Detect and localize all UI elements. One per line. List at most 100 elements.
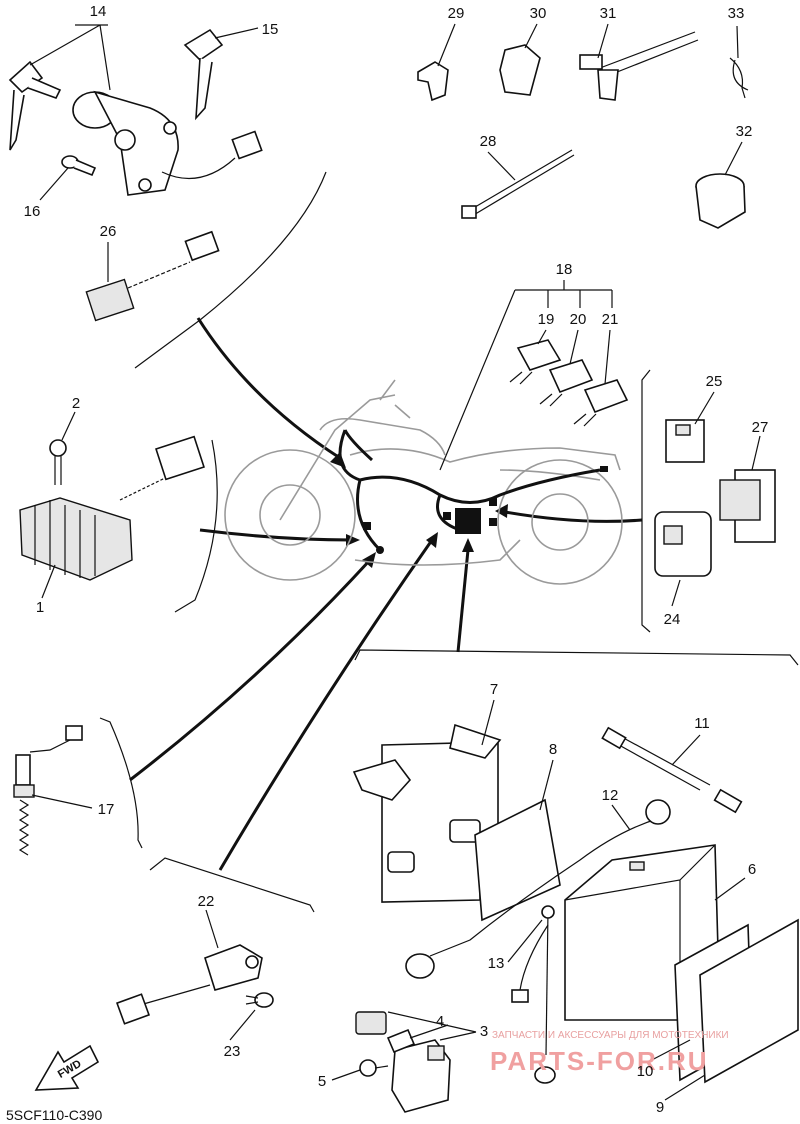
fuse-part-21 — [573, 379, 629, 427]
cable-part-13 — [511, 905, 556, 1084]
leader-29 — [437, 23, 456, 67]
cover-part-8 — [474, 798, 561, 922]
callout-9: 9 — [656, 1099, 664, 1116]
motorcycle-outline — [224, 379, 623, 585]
callout-29: 29 — [448, 5, 465, 22]
callout-20: 20 — [570, 311, 587, 328]
watermark-logo: PARTS-FOR.RU — [490, 1046, 709, 1076]
leader-33 — [736, 25, 739, 59]
callout-18: 18 — [556, 261, 573, 278]
leader-30 — [524, 23, 538, 49]
leader-4 — [409, 1024, 449, 1039]
connector-block-d — [363, 522, 371, 530]
group-boundary-top-left — [134, 171, 327, 369]
band-part-33 — [729, 57, 749, 99]
callout-8: 8 — [549, 741, 557, 758]
callout-17: 17 — [98, 801, 115, 818]
leader-10 — [647, 1039, 691, 1063]
leader-2 — [61, 411, 76, 441]
leader-14 — [29, 24, 111, 91]
callout-11: 11 — [694, 715, 710, 732]
callout-12: 12 — [602, 787, 619, 804]
callout-10: 10 — [637, 1063, 654, 1080]
connector-block-e — [600, 466, 608, 472]
callout-26: 26 — [100, 223, 117, 240]
callout-3: 3 — [480, 1023, 488, 1040]
callout-22: 22 — [198, 893, 215, 910]
connector-block-b — [489, 518, 497, 526]
callout-6: 6 — [748, 861, 756, 878]
callout-15: 15 — [262, 21, 279, 38]
callout-7: 7 — [490, 681, 498, 698]
group-boundary-switch — [149, 857, 315, 913]
leader-18 — [439, 280, 613, 471]
callout-33: 33 — [728, 5, 745, 22]
screw-part-5 — [359, 1059, 389, 1077]
switch-part-22 — [115, 944, 263, 1025]
leader-7 — [481, 699, 495, 746]
diagram-code: 5SCF110-C390 — [6, 1107, 102, 1123]
callout-1: 1 — [36, 599, 44, 616]
fuse-part-20 — [539, 359, 594, 407]
strap-part-11 — [601, 726, 743, 814]
tie-part-28 — [461, 149, 575, 219]
plate-part-9 — [699, 918, 799, 1084]
clamp-part-32 — [695, 173, 746, 229]
leader-13 — [507, 919, 543, 963]
callout-32: 32 — [736, 123, 753, 140]
callout-27: 27 — [752, 419, 769, 436]
arrow-head-sensor — [362, 552, 376, 568]
leader-6 — [714, 877, 746, 901]
callout-23: 23 — [224, 1043, 241, 1060]
leader-20 — [569, 329, 579, 365]
forward-arrow-icon: FWD — [34, 1044, 100, 1091]
leader-22 — [205, 909, 219, 949]
leader-16 — [39, 167, 69, 201]
callout-4: 4 — [436, 1013, 444, 1030]
leader-27 — [751, 435, 761, 471]
leader-31 — [597, 23, 609, 59]
callout-24: 24 — [664, 611, 681, 628]
group-boundary-sensor — [99, 717, 143, 849]
clamp-part-30 — [499, 44, 541, 96]
connector-line-switch — [218, 539, 434, 871]
arrow-head-relays — [495, 504, 508, 518]
sensor-part-17 — [13, 725, 83, 856]
callout-16: 16 — [24, 203, 41, 220]
group-boundary-relays — [641, 369, 651, 633]
wire-harness — [338, 429, 601, 552]
connector-line-relays — [504, 510, 643, 523]
cable-part-12 — [405, 799, 671, 979]
clamp-part-29 — [417, 61, 449, 102]
fuse-part-19 — [509, 339, 562, 385]
leader-32 — [724, 141, 743, 176]
leader-21 — [604, 329, 611, 385]
callout-14: 14 — [90, 3, 107, 20]
callout-13: 13 — [488, 955, 505, 972]
leader-24 — [671, 579, 681, 607]
connector-line-battery — [456, 549, 470, 653]
leader-17 — [31, 794, 93, 809]
connector-line-ignition — [196, 317, 341, 460]
leader-9 — [664, 1074, 706, 1101]
callout-labels: 14 15 16 26 2 1 29 30 31 33 28 32 18 19 … — [24, 3, 769, 1116]
leader-8 — [539, 759, 554, 811]
group-boundary-regulator — [174, 439, 218, 613]
battery-box-part-7 — [352, 723, 502, 903]
callout-5: 5 — [318, 1073, 326, 1090]
leader-3 — [387, 1011, 477, 1041]
relay-part-3 — [391, 1039, 451, 1113]
callout-28: 28 — [480, 133, 497, 150]
connector-block-c — [443, 512, 451, 520]
leader-25 — [694, 391, 715, 425]
arrow-head-switch — [426, 532, 438, 548]
bolt-part-2 — [49, 439, 67, 485]
callout-30: 30 — [530, 5, 547, 22]
key-set-part — [8, 60, 62, 151]
rectifier-regulator-part-1 — [19, 435, 205, 581]
callout-25: 25 — [706, 373, 723, 390]
callout-21: 21 — [602, 311, 619, 328]
callout-2: 2 — [72, 395, 80, 412]
relay-part-25 — [665, 419, 705, 463]
